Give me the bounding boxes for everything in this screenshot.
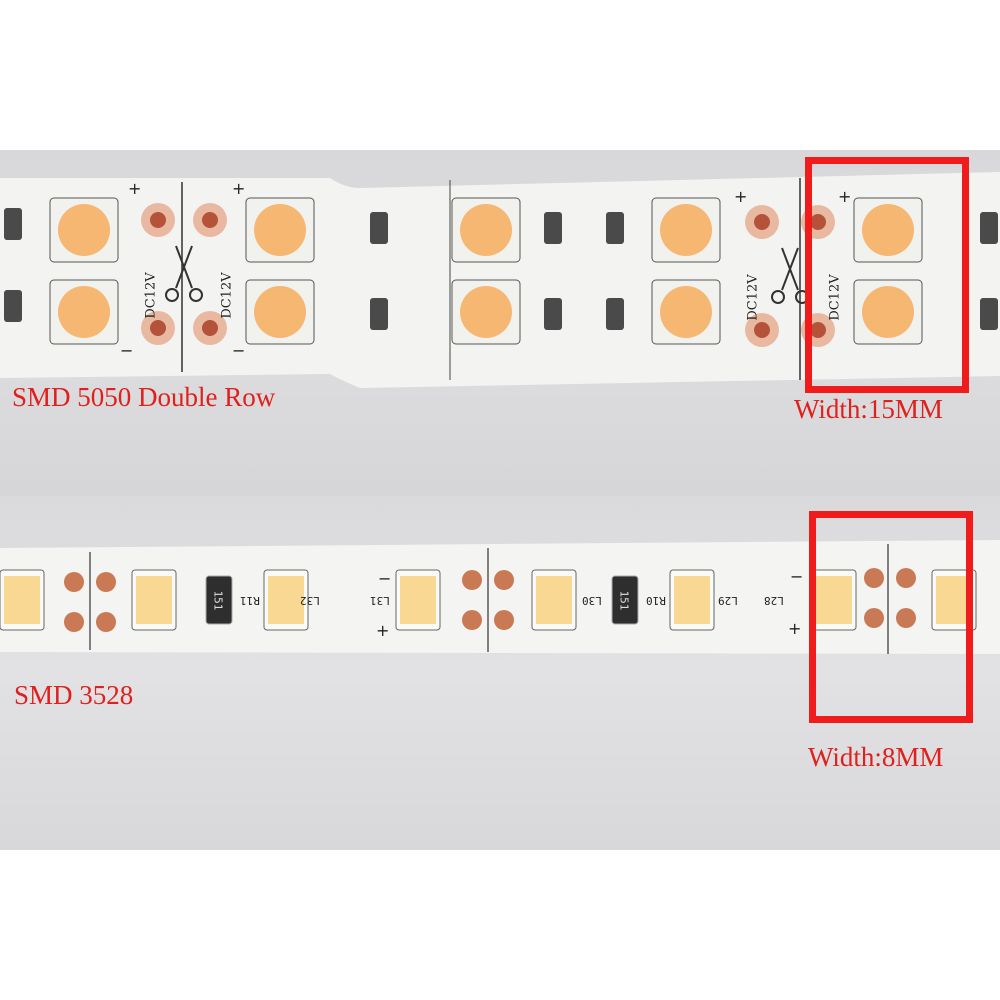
led-label-l29: L29 <box>718 594 738 607</box>
smd5050-resistors <box>4 208 998 330</box>
smd3528-width-highlight-box <box>809 511 973 723</box>
smd5050-title: SMD 5050 Double Row <box>12 382 276 412</box>
svg-text:+: + <box>232 179 245 198</box>
smd5050-photo-panel: ++ −− ++ DC12V DC12V DC12V DC12V SMD 505… <box>0 150 1000 496</box>
svg-text:+: + <box>838 187 851 206</box>
svg-text:−: − <box>120 341 133 360</box>
led-label-l30: L30 <box>582 594 602 607</box>
dc12v-marking-right: DC12V <box>219 272 235 319</box>
smd5050-scissors <box>165 245 809 304</box>
svg-text:+: + <box>788 619 801 638</box>
smd5050-width-label: Width:15MM <box>794 394 943 424</box>
led-label-l31: L31 <box>370 594 390 607</box>
svg-text:−: − <box>232 341 245 360</box>
resistor-marking-right: 151 <box>617 590 631 611</box>
smd3528-width-label: Width:8MM <box>808 742 944 772</box>
smd5050-strip-photo: + + − − + + <box>0 172 1000 388</box>
dc12v-marking-left: DC12V <box>143 272 159 319</box>
smd5050-leds <box>49 197 923 345</box>
dc12v-marking-left-2: DC12V <box>745 274 761 321</box>
svg-text:+: + <box>376 621 389 640</box>
resistor-label-r10: R10 <box>646 594 666 607</box>
smd5050-width-highlight-box <box>805 157 969 393</box>
resistor-marking-left: 151 <box>211 590 225 611</box>
svg-text:+: + <box>734 187 747 206</box>
led-label-l28: L28 <box>764 594 784 607</box>
led-label-l32: L32 <box>300 594 320 607</box>
svg-text:+: + <box>128 179 141 198</box>
smd3528-copper-pads <box>64 568 916 632</box>
svg-text:−: − <box>378 569 391 588</box>
smd5050-copper-pads <box>141 203 835 347</box>
resistor-label-r11: R11 <box>240 594 260 607</box>
svg-text:−: − <box>790 567 803 586</box>
smd3528-resistors <box>205 575 639 625</box>
smd3528-title: SMD 3528 <box>14 680 134 710</box>
